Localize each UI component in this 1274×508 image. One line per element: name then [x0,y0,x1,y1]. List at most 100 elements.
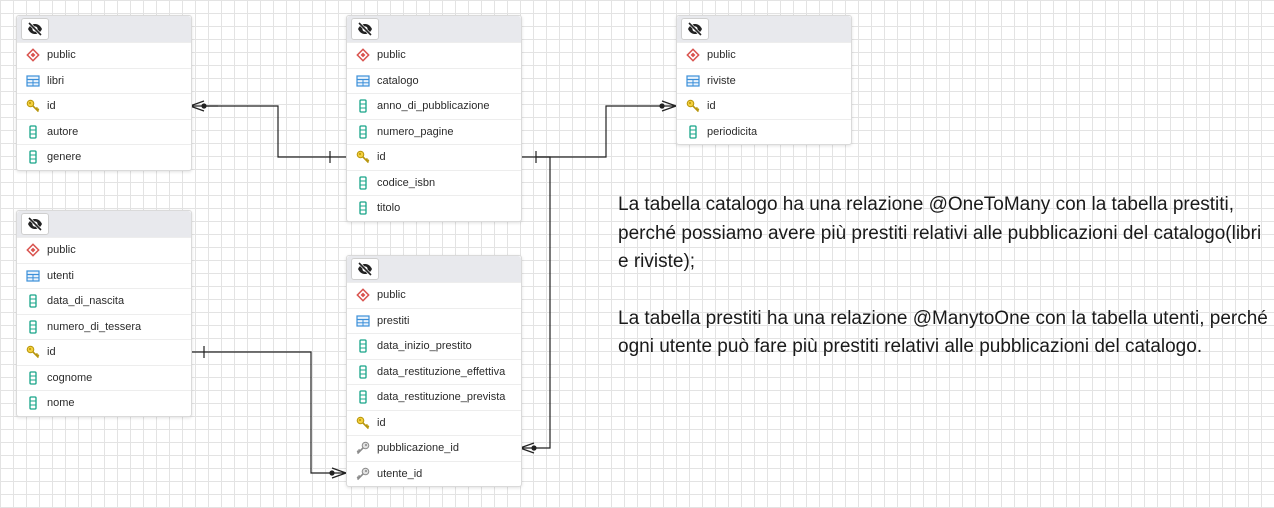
table-icon [26,74,40,88]
hide-columns-button[interactable] [351,258,379,280]
table-icon [686,74,700,88]
column-row-label: id [377,416,386,429]
schema-row-label: public [47,49,76,62]
column-row-label: data_inizio_prestito [377,340,472,353]
table-name-row: libri [17,67,191,94]
column-row[interactable]: id [17,93,191,119]
column-icon [356,339,370,353]
table-utenti[interactable]: public utenti data_di_nascita numero_di_tes… [16,210,192,417]
table-riviste[interactable]: public riviste id periodicita [676,15,852,145]
schema-row-label: public [47,244,76,257]
key-icon [686,99,700,113]
note-paragraph-1: La tabella catalogo ha una relazione @On… [618,194,1262,272]
column-row-label: utente_id [377,467,423,480]
table-name-row: prestiti [347,307,521,334]
column-row-label: cognome [47,371,93,384]
column-row[interactable]: periodicita [677,118,851,145]
column-row[interactable]: genere [17,144,191,170]
column-row[interactable]: data_inizio_prestito [347,333,521,359]
table-libri[interactable]: public libri id autore genere [16,15,192,171]
column-icon [26,125,40,139]
foreign-key-icon [356,441,370,455]
column-row-label: anno_di_pubblicazione [377,100,490,113]
column-row[interactable]: id [347,144,521,170]
column-row-label: titolo [377,202,401,215]
column-row[interactable]: data_restituzione_effettiva [347,358,521,385]
table-icon [356,74,370,88]
schema-row: public [347,42,521,68]
eye-off-icon [27,217,43,231]
eye-off-icon [357,262,373,276]
schema-icon [26,48,40,62]
schema-row-label: public [707,49,736,62]
hide-columns-button[interactable] [21,213,49,235]
column-icon [356,99,370,113]
column-row[interactable]: pubblicazione_id [347,435,521,461]
note-paragraph-2: La tabella prestiti ha una relazione @Ma… [618,307,1268,358]
relation-catalogo-prestiti [520,156,551,449]
column-icon [356,365,370,379]
relation-utenti-prestiti [190,351,346,474]
key-icon [356,150,370,164]
table-name-row: riviste [677,67,851,94]
eye-off-icon [357,22,373,36]
column-row-label: numero_di_tessera [47,320,142,333]
column-row[interactable]: numero_pagine [347,118,521,145]
schema-icon [686,48,700,62]
schema-row-label: public [377,49,406,62]
column-row[interactable]: id [677,93,851,119]
column-row[interactable]: id [17,339,191,365]
column-icon [686,125,700,139]
column-row[interactable]: utente_id [347,460,521,487]
table-prestiti[interactable]: public prestiti data_inizio_prestito data_r… [346,255,522,487]
table-icon [26,269,40,283]
column-row-label: pubblicazione_id [377,442,459,455]
table-icon [356,314,370,328]
column-row[interactable]: anno_di_pubblicazione [347,93,521,119]
table-header [347,16,521,42]
table-name-row-label: utenti [47,269,74,282]
column-row[interactable]: numero_di_tessera [17,313,191,340]
column-row[interactable]: autore [17,118,191,145]
table-header [677,16,851,42]
column-row[interactable]: data_restituzione_prevista [347,384,521,410]
relation-catalogo-riviste [520,105,676,158]
table-name-row-label: prestiti [377,314,410,327]
column-row[interactable]: data_di_nascita [17,288,191,314]
column-row-label: genere [47,151,82,164]
column-row-label: id [707,100,716,113]
eye-off-icon [27,22,43,36]
column-row[interactable]: id [347,409,521,436]
table-header [17,16,191,42]
column-row-label: data_restituzione_prevista [377,391,506,404]
schema-row: public [677,42,851,68]
table-header [347,256,521,282]
column-row-label: data_di_nascita [47,295,125,308]
foreign-key-icon [356,467,370,481]
column-row[interactable]: codice_isbn [347,169,521,196]
relation-libri-catalogo [190,105,346,158]
schema-row-label: public [377,289,406,302]
column-row[interactable]: cognome [17,364,191,391]
column-icon [26,294,40,308]
table-name-row: utenti [17,262,191,289]
schema-row: public [17,42,191,68]
column-row-label: periodicita [707,125,758,138]
schema-icon [356,48,370,62]
column-icon [26,320,40,334]
hide-columns-button[interactable] [21,18,49,40]
schema-icon [26,243,40,257]
description-note: La tabella catalogo ha una relazione @On… [618,191,1268,390]
column-icon [26,371,40,385]
hide-columns-button[interactable] [681,18,709,40]
hide-columns-button[interactable] [351,18,379,40]
column-icon [356,176,370,190]
column-row-label: data_restituzione_effettiva [377,365,506,378]
column-row-label: id [47,100,56,113]
column-row[interactable]: titolo [347,195,521,221]
eye-off-icon [687,22,703,36]
column-row-label: nome [47,397,75,410]
column-row[interactable]: nome [17,390,191,416]
